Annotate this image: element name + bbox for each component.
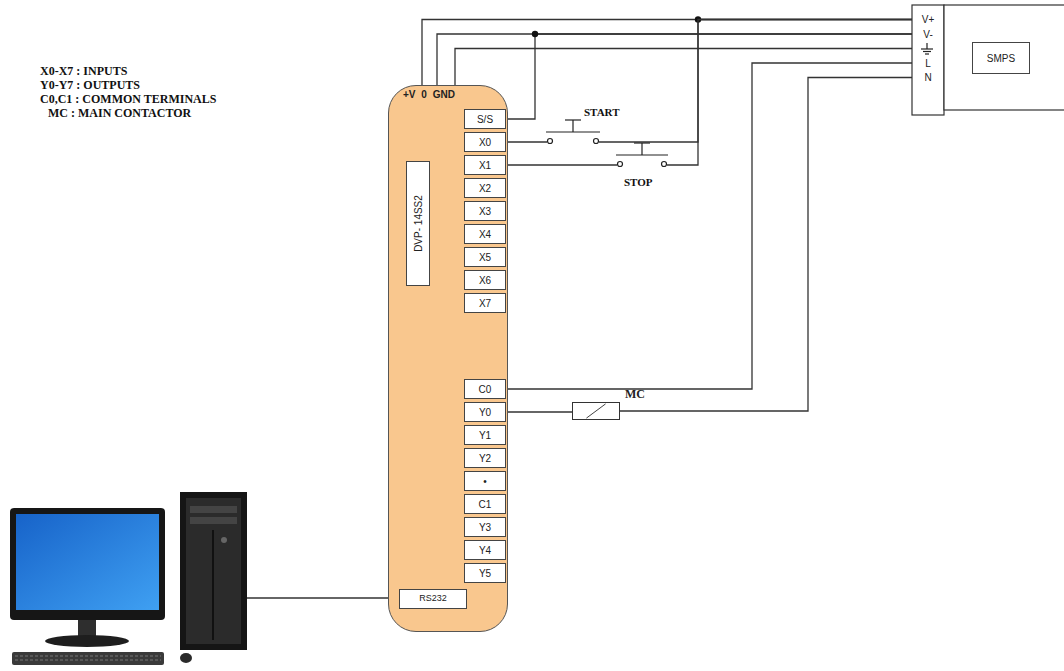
input-terminal: X2 [464, 178, 506, 198]
input-terminal: X5 [464, 247, 506, 267]
terminal-label: X2 [479, 183, 491, 194]
terminal-label: RS232 [419, 594, 447, 604]
power-terminal-label: +V 0 GND [403, 89, 455, 100]
terminal-label: X1 [479, 160, 491, 171]
terminal-label: Y4 [479, 545, 491, 556]
legend-note: Y0-Y7 : OUTPUTS [40, 78, 140, 92]
terminal-label: C0 [479, 384, 492, 395]
output-terminal: C0 [464, 379, 506, 399]
computer-illustration [10, 492, 247, 665]
junction-dot [532, 31, 538, 37]
terminal-label: Y1 [479, 430, 491, 441]
input-terminal: S/S [464, 109, 506, 129]
output-terminal: Y5 [464, 563, 506, 583]
supply-terminal: V- [912, 27, 944, 41]
coil-label: MC [625, 387, 645, 402]
terminal-label: X6 [479, 275, 491, 286]
supply-terminal: L [912, 56, 944, 70]
smps-box: SMPS [972, 42, 1030, 74]
terminal-label: Y5 [479, 568, 491, 579]
switch-label: STOP [624, 176, 653, 188]
input-terminal: X0 [464, 132, 506, 152]
wire [506, 34, 912, 119]
input-terminal: X1 [464, 155, 506, 175]
wire [422, 20, 912, 86]
terminal-label: V- [923, 29, 932, 40]
terminal-label: DVP- 14SS2 [413, 195, 424, 252]
output-terminal: Y2 [464, 448, 506, 468]
terminal-strip [912, 5, 944, 115]
plc-body: +V 0 GND S/S X0X1X2X3X4X5X6X7 DVP- 14SS2C0Y… [388, 85, 508, 632]
stop-pushbutton [616, 143, 668, 167]
smps-casing [944, 5, 1064, 110]
terminal-label: SMPS [987, 53, 1015, 64]
terminal-label: X3 [479, 206, 491, 217]
terminal-label: X0 [479, 137, 491, 148]
wire [506, 63, 912, 389]
wire [506, 20, 912, 143]
terminal-label: C1 [479, 499, 492, 510]
terminal-label: Y0 [479, 407, 491, 418]
output-terminal: • [464, 471, 506, 491]
serial-port: RS232 [399, 589, 467, 609]
terminal-label: L [925, 58, 931, 69]
input-terminal: X6 [464, 270, 506, 290]
serial-cable [247, 597, 397, 598]
terminal-label: X5 [479, 252, 491, 263]
legend-note: C0,C1 : COMMON TERMINALS [40, 92, 216, 106]
output-terminal: Y0 [464, 402, 506, 422]
terminal-label: Y3 [479, 522, 491, 533]
input-terminal: X3 [464, 201, 506, 221]
legend-note: X0-X7 : INPUTS [40, 64, 127, 78]
terminal-label: Y2 [479, 453, 491, 464]
ground-wire [455, 49, 912, 86]
switch-label: START [584, 106, 619, 118]
output-terminal: C1 [464, 494, 506, 514]
terminal-label: V+ [922, 14, 935, 25]
wire [506, 20, 912, 166]
terminal-label: X7 [479, 298, 491, 309]
output-terminal: Y4 [464, 540, 506, 560]
model-label-box: DVP- 14SS2 [406, 161, 430, 286]
terminal-label: S/S [477, 114, 493, 125]
terminal-label: X4 [479, 229, 491, 240]
wire [620, 78, 912, 412]
supply-terminal: V+ [912, 12, 944, 27]
output-terminal: Y3 [464, 517, 506, 537]
coil-symbol [573, 403, 619, 419]
output-terminal: Y1 [464, 425, 506, 445]
ground-symbol [921, 43, 933, 54]
supply-terminal: N [912, 70, 944, 85]
wire [506, 411, 572, 412]
terminal-label: N [924, 72, 931, 83]
input-terminal: X7 [464, 293, 506, 313]
start-pushbutton [546, 120, 600, 144]
legend-note: MC : MAIN CONTACTOR [48, 106, 191, 120]
input-terminal: X4 [464, 224, 506, 244]
terminal-label: • [483, 476, 487, 487]
contactor-coil: MC [572, 402, 620, 420]
